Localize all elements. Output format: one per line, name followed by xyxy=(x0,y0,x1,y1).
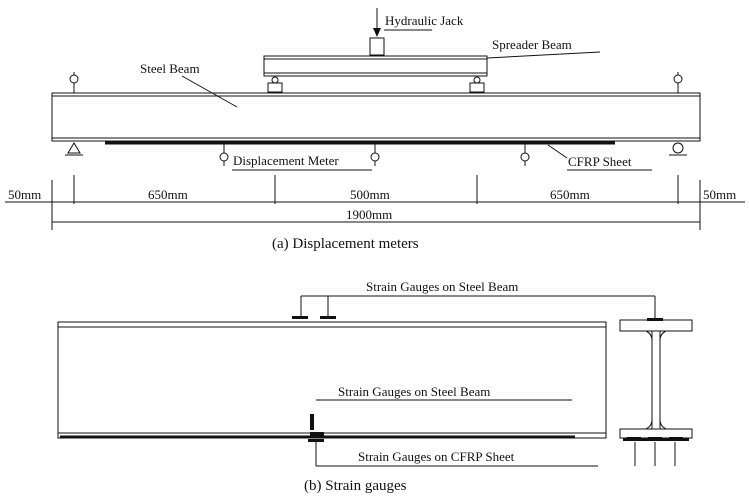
dim-left-overhang: 50mm xyxy=(8,187,41,202)
displacement-meter-bottom-1 xyxy=(219,143,229,166)
hydraulic-jack-label: Hydraulic Jack xyxy=(385,13,464,28)
gauges-steel-bottom-label: Strain Gauges on Steel Beam xyxy=(338,384,490,399)
dim-right-span: 650mm xyxy=(550,187,590,202)
gauges-cfrp-label: Strain Gauges on CFRP Sheet xyxy=(358,449,515,464)
steel-beam-elevation xyxy=(57,321,607,439)
hydraulic-jack xyxy=(369,8,432,56)
displacement-meter-top-left xyxy=(69,72,79,93)
load-point-right xyxy=(469,76,485,93)
strain-gauges-cfrp xyxy=(308,439,676,467)
strain-gauges-top-flange xyxy=(292,295,663,321)
displacement-meter-top-right xyxy=(673,72,683,93)
displacement-meter-bottom-3 xyxy=(520,143,530,166)
support-right xyxy=(669,142,687,156)
panel-b: Strain Gauges on Steel Beam Strain Gauge… xyxy=(57,279,693,494)
dim-middle-span: 500mm xyxy=(350,187,390,202)
dim-right-overhang: 50mm xyxy=(703,187,736,202)
support-left xyxy=(65,142,83,156)
i-beam-cross-section xyxy=(619,319,693,441)
caption-a: (a) Displacement meters xyxy=(272,236,419,252)
panel-a: Hydraulic Jack Spreader Beam Steel Beam xyxy=(5,8,745,252)
dim-left-span: 650mm xyxy=(148,187,188,202)
steel-beam-label: Steel Beam xyxy=(140,61,200,76)
dim-total: 1900mm xyxy=(346,207,392,222)
spreader-beam-label: Spreader Beam xyxy=(492,37,572,52)
cfrp-sheet-label: CFRP Sheet xyxy=(568,154,632,169)
steel-beam xyxy=(51,75,701,142)
spreader-beam xyxy=(263,51,601,77)
load-point-left xyxy=(267,76,283,93)
dimension-lines xyxy=(5,175,745,230)
caption-b: (b) Strain gauges xyxy=(304,478,407,494)
displacement-meter-label: Displacement Meter xyxy=(233,153,339,168)
cfrp-leader xyxy=(547,144,568,159)
strain-gauge-bottom-flange xyxy=(310,399,572,436)
gauges-steel-top-label: Strain Gauges on Steel Beam xyxy=(366,279,518,294)
displacement-meter-bottom-2 xyxy=(370,143,380,166)
